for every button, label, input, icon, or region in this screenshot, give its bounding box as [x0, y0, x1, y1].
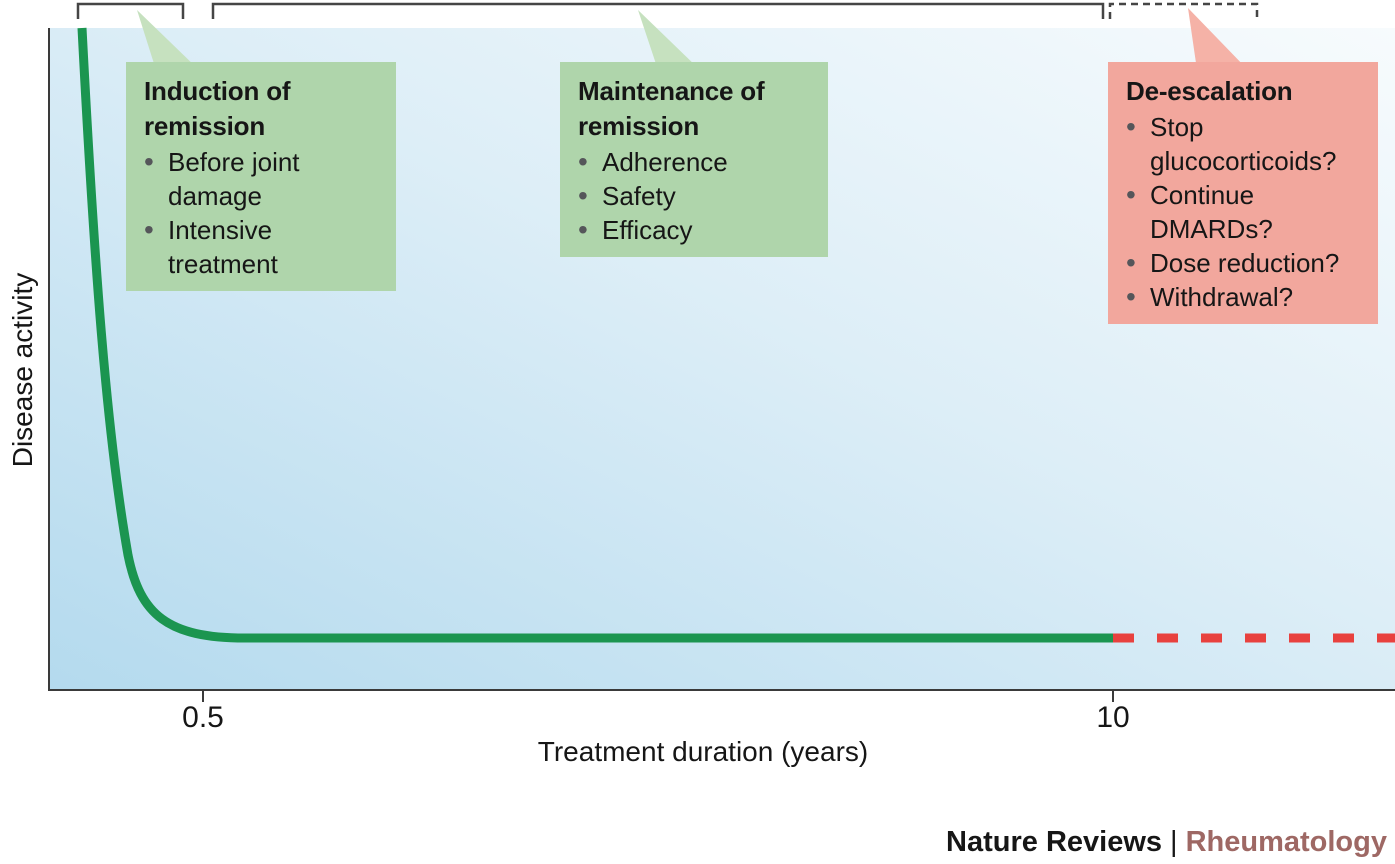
induction-phase-bracket: [76, 2, 185, 19]
branding-separator: |: [1170, 826, 1178, 858]
maintenance-phase-bracket: [211, 2, 1105, 19]
x-tick-label-10: 10: [1096, 701, 1130, 734]
x-tick-label-05: 0.5: [182, 701, 224, 734]
maintenance-callout-title: Maintenance of remission: [578, 76, 765, 141]
de-escalation-phase-bracket-dashed: [1108, 2, 1259, 19]
induction-callout-title: Induction of remission: [144, 76, 291, 141]
list-item: Stop glucocorticoids?: [1126, 110, 1360, 178]
list-item: Continue DMARDs?: [1126, 178, 1360, 246]
branding-journal-name: Rheumatology: [1185, 826, 1387, 858]
disease-activity-curve: [77, 27, 1113, 643]
list-item: Withdrawal?: [1126, 280, 1360, 314]
de-escalation-callout-title: De-escalation: [1126, 76, 1293, 106]
branding-publisher: Nature Reviews: [946, 826, 1163, 858]
y-axis-label: Disease activity: [7, 272, 38, 468]
de-escalation-callout-tail: [1188, 8, 1248, 70]
list-item: Safety: [578, 179, 810, 213]
x-axis-label: Treatment duration (years): [537, 736, 869, 767]
list-item: Intensive treatment: [144, 213, 378, 281]
de-escalation-callout: De-escalation Stop glucocorticoids? Cont…: [1108, 62, 1378, 324]
list-item: Before joint damage: [144, 145, 378, 213]
list-item: Adherence: [578, 145, 810, 179]
list-item: Dose reduction?: [1126, 246, 1360, 280]
list-item: Efficacy: [578, 213, 810, 247]
maintenance-callout: Maintenance of remission Adherence Safet…: [560, 62, 828, 257]
maintenance-callout-tail: [638, 10, 700, 70]
induction-callout: Induction of remission Before joint dama…: [126, 62, 396, 291]
de-escalation-callout-list: Stop glucocorticoids? Continue DMARDs? D…: [1126, 110, 1360, 314]
induction-callout-list: Before joint damage Intensive treatment: [144, 145, 378, 281]
maintenance-callout-list: Adherence Safety Efficacy: [578, 145, 810, 247]
induction-callout-tail: [137, 10, 199, 70]
journal-branding: Nature Reviews|Rheumatology: [946, 826, 1387, 859]
